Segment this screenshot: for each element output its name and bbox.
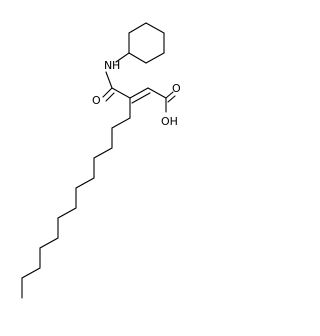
nitrogen-label: N bbox=[104, 59, 112, 72]
ring-bond bbox=[128, 52, 147, 64]
nitrogen-hydrogen-label: H bbox=[112, 59, 120, 72]
acid-carbonyl-double-bond bbox=[167, 95, 176, 103]
amide-carbonyl-double-bond bbox=[105, 92, 115, 102]
ring-to-nitrogen-bond bbox=[115, 52, 130, 63]
ring-bond bbox=[145, 22, 165, 34]
tridecyl-chain bbox=[21, 97, 131, 299]
alkene-double-bond bbox=[129, 87, 149, 99]
acid-carbonyl-double-bond bbox=[165, 91, 174, 99]
cyclohexyl-ring bbox=[128, 22, 165, 64]
carbonyl-to-alkene-bond bbox=[111, 87, 131, 99]
alkene-double-bond bbox=[131, 92, 151, 104]
chemical-structure-diagram: N H O O OH bbox=[21, 22, 181, 299]
amide-carbonyl-double-bond bbox=[102, 87, 113, 98]
ring-bond bbox=[145, 52, 165, 64]
amide-oxygen-label: O bbox=[92, 94, 101, 107]
acid-hydroxyl-label: OH bbox=[161, 115, 178, 128]
ring-bond bbox=[128, 22, 147, 34]
alkene-to-acid-carbon-bond bbox=[147, 87, 167, 99]
acid-oxygen-label: O bbox=[172, 82, 181, 95]
nitrogen-to-carbonyl-bond bbox=[105, 71, 113, 89]
